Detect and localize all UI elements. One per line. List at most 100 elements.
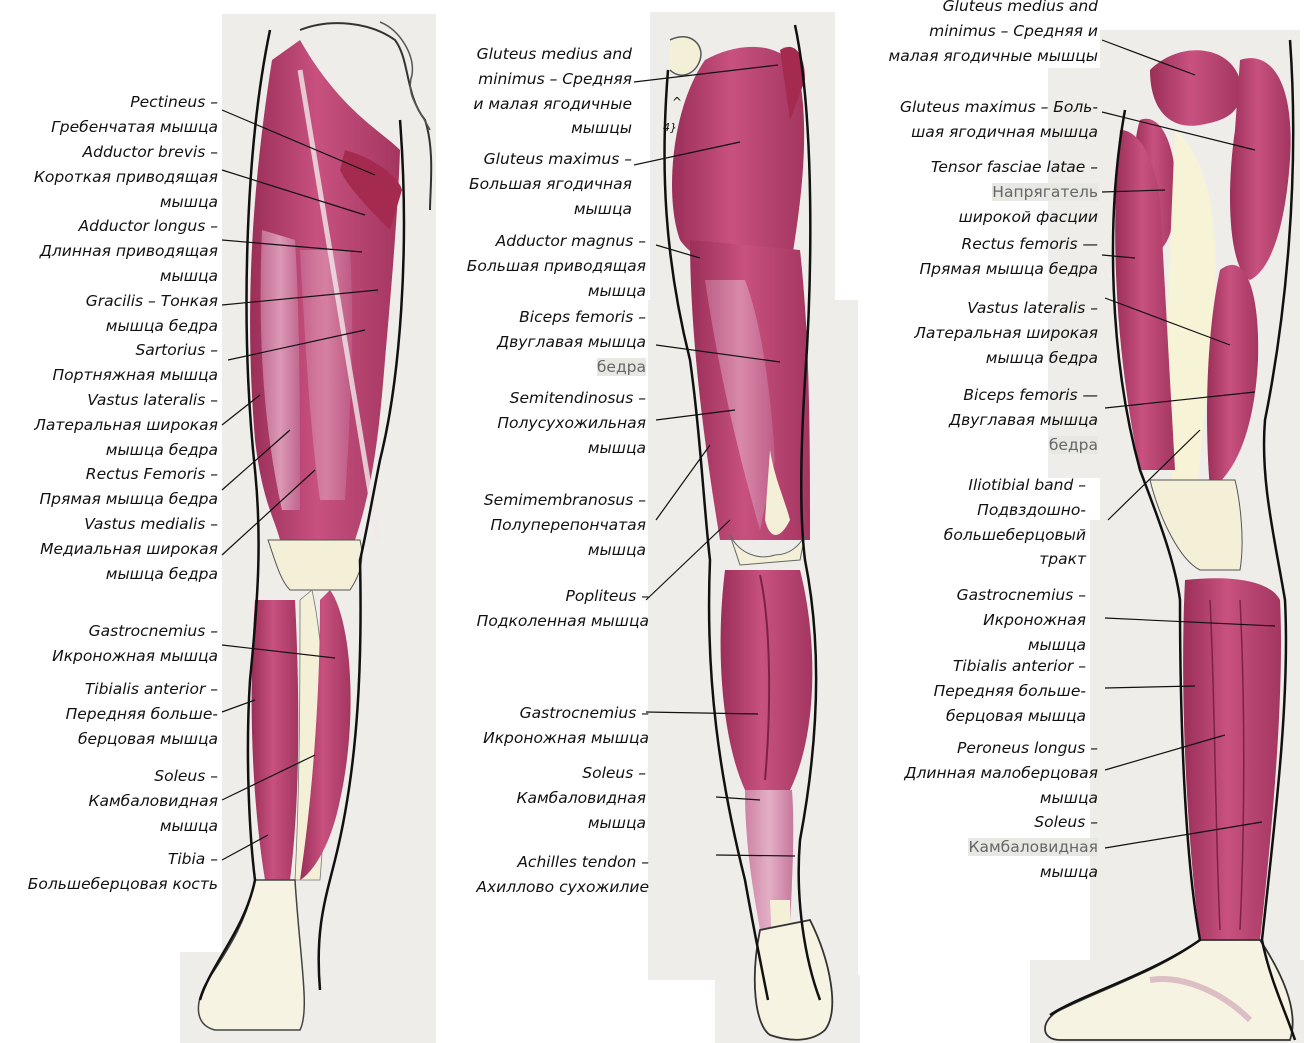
label-line: Gluteus medius and (477, 45, 632, 63)
label-line: Tibialis anterior – (85, 680, 218, 698)
label-line: Икроножная (983, 611, 1086, 629)
label-line: мышца (588, 439, 646, 457)
label-line: Semimembranosus – (484, 491, 646, 509)
label-line: Popliteus – (566, 587, 649, 605)
label-line: мышцы (571, 119, 632, 137)
label-gluteus-medius-back: Gluteus medius and minimus – Средняя и мал… (473, 42, 632, 141)
label-line: Gluteus medius and (943, 0, 1098, 15)
label-vastus-medialis: Vastus medialis – Медиальная широкая мышца… (40, 512, 218, 586)
label-sartorius: Sartorius –Портняжная мышца (53, 338, 218, 388)
label-line: Tibialis anterior – (953, 657, 1086, 675)
label-line: бедра (1049, 436, 1098, 454)
label-line: Ахиллово сухожилие (476, 878, 649, 896)
label-tibia: Tibia – Большеберцовая кость (28, 847, 218, 897)
label-soleus-back: Soleus –Камбаловиднаямышца (516, 761, 646, 835)
label-line: Pectineus – (130, 93, 218, 111)
label-line: minimus – Средняя (478, 70, 632, 88)
stray-mark-caret: ^ (672, 90, 682, 115)
label-line: мышца (1040, 863, 1098, 881)
label-line: и малая ягодичные (473, 95, 632, 113)
label-iliotibial-band: Iliotibial band –Подвздошно-большеберцов… (944, 473, 1086, 572)
label-line: Adductor brevis – (83, 143, 218, 161)
label-line: широкой фасции (959, 208, 1098, 226)
label-rectus-femoris-front: Rectus Femoris –Прямая мышца бедра (40, 462, 219, 512)
label-line: Прямая мышца бедра (920, 260, 1099, 278)
label-line: Подколенная мышца (477, 612, 649, 630)
label-popliteus: Popliteus – Подколенная мышца (477, 584, 649, 634)
label-line: Гребенчатая мышца (51, 118, 218, 136)
label-line: берцовая мышца (946, 707, 1086, 725)
label-gastrocnemius-front: Gastrocnemius – Икроножная мышца (52, 619, 218, 669)
label-line: minimus – Средняя и (929, 22, 1098, 40)
label-line: Gastrocnemius – (89, 622, 218, 640)
label-line: мышца (588, 814, 646, 832)
label-line: Латеральная широкая (914, 324, 1098, 342)
label-line: мышца бедра (106, 317, 218, 335)
label-line: Икроножная мышца (52, 647, 218, 665)
label-line: Vastus lateralis – (967, 299, 1098, 317)
front-leg-illustration (180, 14, 436, 1043)
label-tibialis-anterior-front: Tibialis anterior –Передняя больше-берцо… (66, 677, 218, 751)
label-line: мышца (1028, 636, 1086, 654)
label-line: Rectus Femoris – (86, 465, 218, 483)
label-line: Полуперепончатая (490, 516, 646, 534)
label-line: Adductor magnus – (496, 232, 646, 250)
label-line: Подвздошно- (977, 501, 1086, 519)
label-biceps-femoris-back: Biceps femoris – Двуглавая мышца бедра (497, 305, 646, 379)
label-line: Soleus – (1034, 813, 1098, 831)
label-line: Sartorius – (135, 341, 218, 359)
label-line: Большая приводящая (467, 257, 646, 275)
label-line: Peroneus longus – (957, 739, 1098, 757)
label-line: мышца (588, 541, 646, 559)
label-line: Biceps femoris – (519, 308, 646, 326)
label-line: мышца бедра (106, 565, 218, 583)
label-line: Латеральная широкая (34, 416, 218, 434)
label-semitendinosus: Semitendinosus –Полусухожильнаямышца (497, 386, 646, 460)
label-line: Двуглавая мышца (497, 333, 646, 351)
label-gluteus-maximus-side: Gluteus maximus – Боль-шая ягодичная мыш… (900, 95, 1098, 145)
label-line: Напрягатель (992, 183, 1098, 201)
label-line: мышца (160, 817, 218, 835)
label-line: Biceps femoris — (963, 386, 1098, 404)
label-line: Gastrocnemius – (957, 586, 1086, 604)
back-leg-illustration (648, 12, 860, 1043)
label-line: Soleus – (154, 767, 218, 785)
label-biceps-femoris-side: Biceps femoris — Двуглавая мышца бедра (949, 383, 1098, 457)
label-line: Большеберцовая кость (28, 875, 218, 893)
label-line: бедра (597, 358, 646, 376)
label-adductor-longus: Adductor longus –Длинная приводящаямышца (40, 214, 218, 288)
label-soleus-side: Soleus –Камбаловиднаямышца (968, 810, 1098, 884)
label-line: Большая ягодичная (469, 175, 632, 193)
label-gracilis: Gracilis – Тонкая мышца бедра (86, 289, 218, 339)
label-line: тракт (1039, 550, 1086, 568)
label-tibialis-anterior-side: Tibialis anterior – Передняя больше-берцо… (934, 654, 1086, 728)
label-line: Achilles tendon – (517, 853, 649, 871)
label-line: берцовая мышца (78, 730, 218, 748)
label-line: Камбаловидная (88, 792, 218, 810)
label-line: Gluteus maximus – (484, 150, 632, 168)
label-line: Vastus medialis – (84, 515, 218, 533)
label-line: Rectus femoris — (962, 235, 1099, 253)
label-semimembranosus: Semimembranosus – Полуперепончатая мышца (484, 488, 646, 562)
label-line: мышца (1040, 789, 1098, 807)
label-line: Медиальная широкая (40, 540, 218, 558)
label-line: Soleus – (582, 764, 646, 782)
label-vastus-lateralis-side: Vastus lateralis – Латеральная широкая мыш… (914, 296, 1098, 370)
label-line: мышца бедра (106, 441, 218, 459)
label-line: большеберцовый (944, 526, 1086, 544)
label-adductor-brevis: Adductor brevis –Короткая приводящаямышц… (34, 140, 218, 214)
stray-mark-brace: 4} (663, 116, 677, 141)
label-line: мышца бедра (986, 349, 1098, 367)
label-vastus-lateralis-front: Vastus lateralis – Латеральная широкая мыш… (34, 388, 218, 462)
label-line: Двуглавая мышца (949, 411, 1098, 429)
label-achilles: Achilles tendon – Ахиллово сухожилие (476, 850, 649, 900)
label-line: Полусухожильная (497, 414, 646, 432)
label-line: Передняя больше- (934, 682, 1086, 700)
label-line: Gracilis – Тонкая (86, 292, 218, 310)
label-line: Vastus lateralis – (87, 391, 218, 409)
label-line: Tibia – (168, 850, 218, 868)
label-gastrocnemius-back: Gastrocnemius –Икроножная мышца (483, 701, 649, 751)
label-line: Gluteus maximus – Боль- (900, 98, 1098, 116)
